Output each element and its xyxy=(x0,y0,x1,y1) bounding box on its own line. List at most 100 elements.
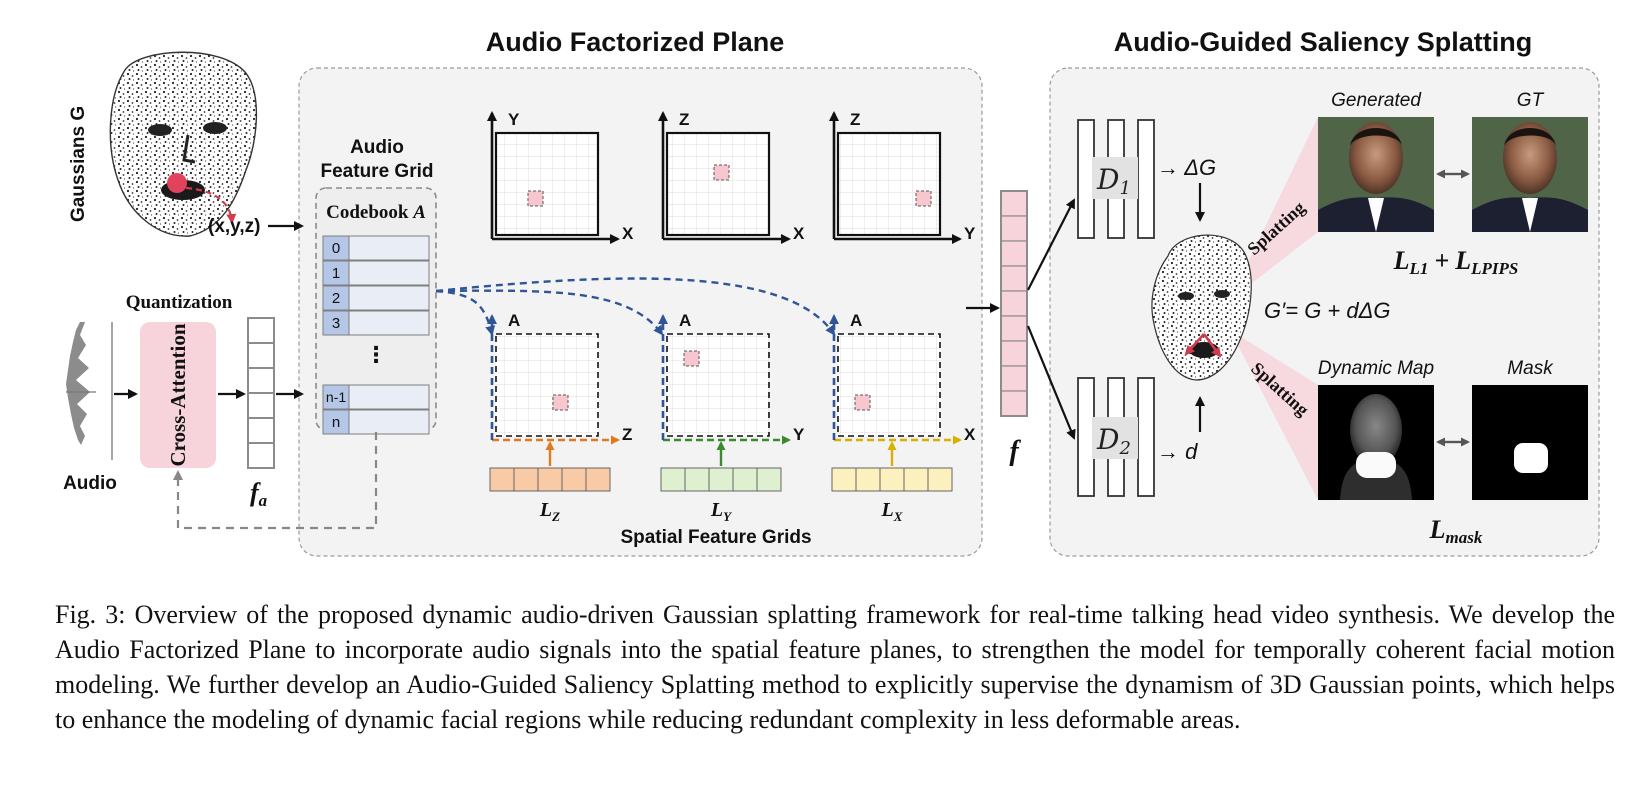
spatial-plane: ZY xyxy=(829,110,976,244)
gaussian-head-icon xyxy=(109,51,258,237)
xyz-label: (x,y,z) xyxy=(208,216,260,237)
codebook-row: 0 xyxy=(322,235,430,261)
f-vector-cell xyxy=(1000,265,1028,292)
plane-frame xyxy=(837,333,941,437)
plane-h-axis-label: Y xyxy=(793,425,805,444)
audio-plane: AY xyxy=(658,311,805,445)
plane-grid xyxy=(838,334,940,436)
plane-sample-cell xyxy=(552,394,569,411)
audio-waveform-icon xyxy=(66,322,96,445)
line-feature: LY xyxy=(660,441,782,524)
codebook-index-label: n-1 xyxy=(326,389,346,405)
f-feature-vector xyxy=(1000,190,1028,417)
codebook-index-cell xyxy=(322,260,350,286)
line-feature-cell xyxy=(585,467,611,492)
cross-attention-block xyxy=(140,322,216,468)
codebook-row: 3 xyxy=(322,310,430,336)
line-feature-cell xyxy=(756,467,782,492)
feature-grid-title-2: Feature Grid xyxy=(321,161,434,182)
line-feature-cell xyxy=(537,467,563,492)
codebook-ellipsis: ⋮ xyxy=(365,343,387,368)
decoder-1-label: D1 xyxy=(1096,163,1131,199)
plane-section-title: Audio Factorized Plane xyxy=(486,27,785,57)
f-to-d2-arrow xyxy=(1026,325,1076,440)
plane-sample-cell xyxy=(527,190,544,207)
plane-sample-cell xyxy=(915,190,932,207)
mask-label: Mask xyxy=(1507,358,1554,379)
f-vector-cell xyxy=(1000,315,1028,342)
codebook-index-cell xyxy=(322,285,350,311)
plane-h-axis-label: X xyxy=(622,224,634,243)
plane-frame xyxy=(836,131,942,237)
framework-diagram: Audio Factorized Plane Audio-Guided Sali… xyxy=(63,27,1600,557)
splat-cone-top xyxy=(1230,117,1318,300)
f-label: f xyxy=(1009,436,1021,467)
plane-v-axis-label: Z xyxy=(679,110,689,129)
decoder-2-label-bg xyxy=(1092,417,1138,459)
codebook-entry-cell xyxy=(348,310,430,336)
plane-v-axis-label: Y xyxy=(508,110,520,129)
splatting-section-title: Audio-Guided Saliency Splatting xyxy=(1114,27,1533,57)
line-feature-cell xyxy=(903,467,929,492)
codebook-rows: 0 1 2 3 n-1 n xyxy=(322,235,430,435)
audio-plane-panel xyxy=(298,67,983,557)
splat-cone-bottom xyxy=(1230,330,1318,500)
quantization-label: Quantization xyxy=(126,292,233,313)
codebook-index-cell xyxy=(322,235,350,261)
plane-grid xyxy=(838,133,940,235)
cross-attention-label: Cross-Attention xyxy=(166,323,190,466)
line-feature-cell xyxy=(708,467,734,492)
line-feature-label: LX xyxy=(881,499,903,524)
line-feature-label: LZ xyxy=(539,499,560,524)
line-feature: LX xyxy=(831,441,953,524)
codebook-row: 2 xyxy=(322,285,430,311)
spatial-feature-grids-label: Spatial Feature Grids xyxy=(620,527,811,548)
codebook-index-label: 1 xyxy=(332,265,340,282)
decoder-1-label-bg xyxy=(1092,157,1138,199)
f-vector-cell xyxy=(1000,290,1028,317)
dynamic-map-label: Dynamic Map xyxy=(1318,358,1434,379)
codebook-entry-cell xyxy=(348,260,430,286)
generated-label: Generated xyxy=(1331,90,1422,111)
gaussian-point-marker xyxy=(167,173,187,193)
spatial-plane: ZX xyxy=(658,110,805,244)
plane-grid xyxy=(667,133,769,235)
f-vector-cell xyxy=(1000,240,1028,267)
decoder-2-label: D2 xyxy=(1096,423,1131,459)
audio-label: Audio xyxy=(63,473,117,494)
codebook-entry-cell xyxy=(348,285,430,311)
mask-loss: Lmask xyxy=(1429,515,1483,547)
plane-frame xyxy=(495,333,599,437)
deform-arrow-left xyxy=(1184,333,1205,356)
codebook-index-label: n xyxy=(332,414,340,431)
plane-sample-cell xyxy=(854,394,871,411)
plane-h-axis-label: X xyxy=(964,425,976,444)
f-vector-cell xyxy=(1000,215,1028,242)
fa-vector xyxy=(247,317,275,469)
lookup-arrow-plane-y xyxy=(435,289,664,336)
update-equation: G′= G + dΔG xyxy=(1264,298,1391,323)
plane-h-axis-label: Y xyxy=(964,224,976,243)
lookup-arrow-plane-z xyxy=(435,289,496,336)
codebook-label: Codebook A xyxy=(326,202,426,223)
line-feature: LZ xyxy=(489,441,611,524)
plane-grid xyxy=(667,334,769,436)
line-feature-cell xyxy=(831,467,857,492)
d-output: → d xyxy=(1157,439,1198,464)
f-vector-frame xyxy=(1000,190,1028,417)
gt-label: GT xyxy=(1517,90,1545,111)
line-feature-cell xyxy=(855,467,881,492)
codebook-feedback-arrow xyxy=(173,432,378,530)
codebook-index-label: 2 xyxy=(332,290,340,307)
delta-g-output: → ΔG xyxy=(1157,155,1216,180)
fa-label: fa xyxy=(250,478,268,510)
deform-arrow-right xyxy=(1202,333,1222,358)
mask-image xyxy=(1472,385,1588,500)
plane-sample-cell xyxy=(683,350,700,367)
plane-v-axis-label: A xyxy=(679,311,691,330)
f-vector-cell xyxy=(1000,190,1028,217)
plane-v-axis-label: A xyxy=(850,311,862,330)
gaussian-point-arrow xyxy=(185,186,237,224)
line-feature-cell xyxy=(561,467,587,492)
